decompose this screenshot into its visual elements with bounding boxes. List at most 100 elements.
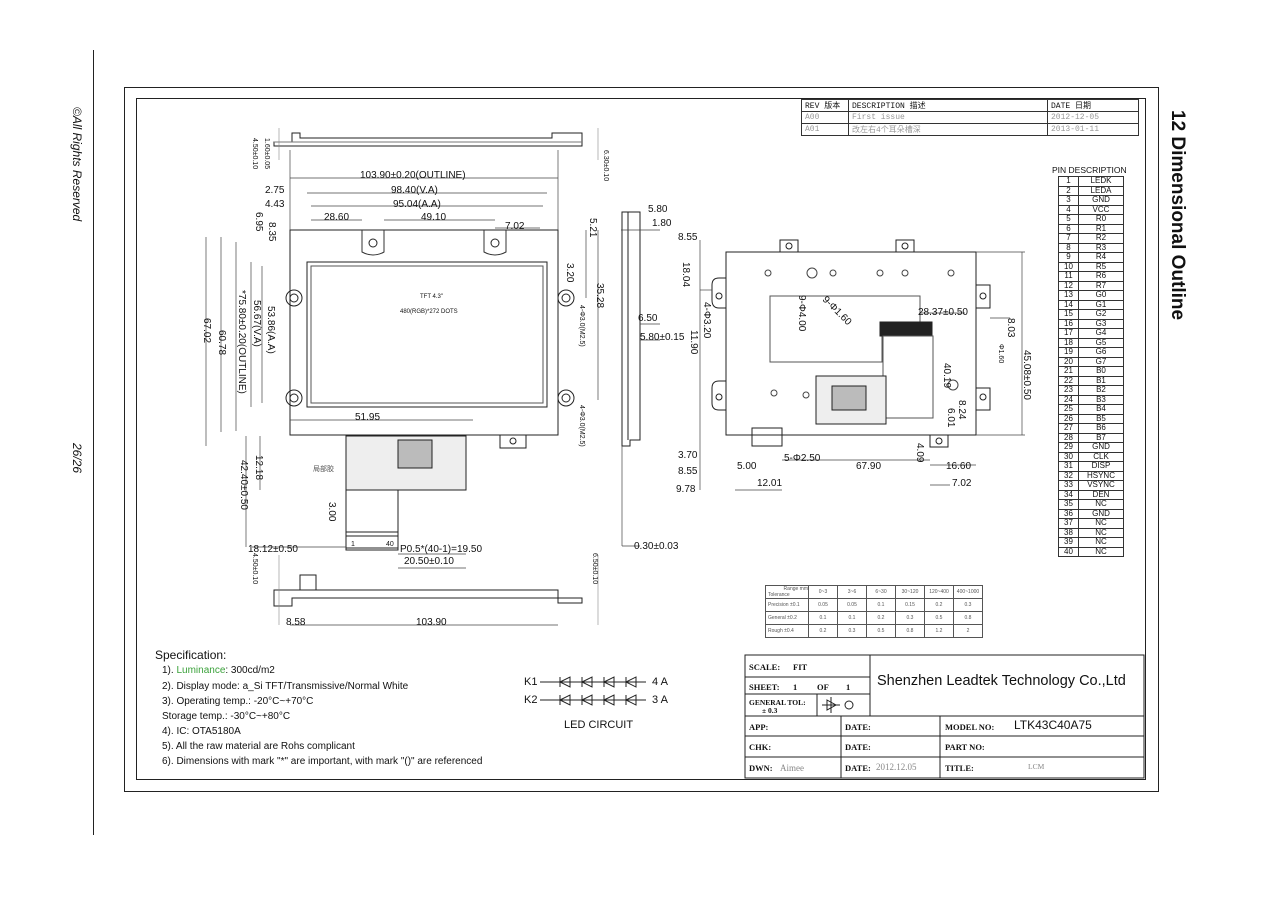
tol-cell: 0.15 [895, 598, 925, 612]
fpc-note: 局部胶 [313, 466, 334, 473]
back-dim-8-24: 8.24 [956, 400, 967, 420]
spec-line-7: 6). Dimensions with mark "*" are importa… [162, 756, 483, 767]
rev-cell: A00 [801, 111, 849, 124]
pin-number: 3 [1058, 195, 1079, 206]
bottom-dim-l: 4.50±0.10 [251, 553, 258, 585]
tb-date-label-3: DATE: [845, 763, 871, 773]
tol-col-header: 6~30 [866, 585, 896, 599]
rev-cell: A01 [801, 123, 849, 136]
dim-49-10: 49.10 [421, 212, 447, 223]
tb-sheet-value: 1 [793, 682, 798, 692]
dim-75-80-outline: *75.80±0.20(OUTLINE) [236, 290, 247, 394]
pin-number: 11 [1058, 271, 1079, 282]
tb-dwn-value: Aimee [780, 763, 804, 773]
pin-signal: GND [1078, 442, 1124, 453]
tb-sheet-label: SHEET: [749, 682, 780, 692]
pin-signal: NC [1078, 518, 1124, 529]
pin-signal: G0 [1078, 290, 1124, 301]
tol-cell: 0.8 [895, 624, 925, 638]
tol-cell: 0.8 [953, 611, 983, 625]
tol-cell: 0.2 [924, 598, 954, 612]
pin-signal: NC [1078, 546, 1124, 557]
dim-12-18: 12.18 [253, 455, 264, 481]
title-block-lines [744, 654, 1145, 779]
pin-number: 27 [1058, 423, 1079, 434]
tol-cell: 0.05 [808, 598, 838, 612]
dim-3-20: 3.20 [564, 263, 575, 283]
tol-cell: 1.2 [924, 624, 954, 638]
pin-number: 21 [1058, 366, 1079, 377]
tb-date-label-2: DATE: [845, 742, 871, 752]
revision-table: REV 版本 DESCRIPTION 描述 DATE 日期 A00 First … [801, 99, 1139, 136]
dim-20-50: 20.50±0.10 [404, 556, 454, 567]
dim-2-75: 2.75 [265, 185, 285, 196]
panel-label-1: TFT 4.3" [420, 294, 444, 300]
top-dim-r: 6.30±0.10 [602, 150, 609, 182]
tb-scale-value: FIT [793, 662, 808, 672]
dim-6-95: 6.95 [253, 212, 264, 232]
top-dim-l: 4.50±0.10 [251, 138, 258, 170]
tol-cell: 0.05 [837, 598, 867, 612]
pin-signal: B4 [1078, 404, 1124, 415]
tb-scale-label: SCALE: [749, 662, 781, 672]
spec-line-3: 3). Operating temp.: -20°C~+70°C [162, 696, 314, 707]
pin-signal: R0 [1078, 214, 1124, 225]
pin-signal: R2 [1078, 233, 1124, 244]
tb-model-label: MODEL NO: [945, 722, 995, 732]
spec-line-6: 5). All the raw material are Rohs compli… [162, 741, 355, 752]
pin-number: 7 [1058, 233, 1079, 244]
tb-app-label: APP: [749, 722, 769, 732]
back-dim-40-19: 40.19 [941, 363, 952, 389]
fpc-pin-1: 1 [351, 541, 355, 548]
dim-28-60: 28.60 [324, 212, 350, 223]
front-outline [289, 229, 559, 436]
back-dim-11-90: 11.90 [688, 330, 699, 355]
tol-col-header: 3~6 [837, 585, 867, 599]
tb-dwn-label: DWN: [749, 763, 773, 773]
led-caption: LED CIRCUIT [564, 719, 634, 731]
pin-number: 17 [1058, 328, 1079, 339]
pin-signal: G4 [1078, 328, 1124, 339]
tol-cell: 0.2 [808, 624, 838, 638]
back-dim-8-55: 8.55 [678, 232, 698, 243]
dim-67-02: 67.02 [201, 318, 212, 344]
rev-header-date: DATE 日期 [1047, 99, 1139, 112]
pin-number: 19 [1058, 347, 1079, 358]
side-dim-5-80: 5.80 [648, 204, 668, 215]
tol-cell: 0.1 [837, 611, 867, 625]
dim-35-28: 35.28 [594, 283, 605, 309]
pin-signal: VSYNC [1078, 480, 1124, 491]
spec-line-5: 4). IC: OTA5180A [162, 726, 241, 737]
dim-103-90: 103.90 [416, 617, 447, 628]
back-dim-4-09: 4.09 [914, 443, 925, 463]
tb-part-label: PART NO: [945, 742, 985, 752]
dim-aa-width: 95.04(A.A) [393, 199, 441, 210]
tb-title-value: LCM [1028, 762, 1045, 771]
side-view [621, 211, 641, 447]
dim-18-12: 18.12±0.50 [248, 544, 298, 555]
back-dim-6-01: 6.01 [945, 408, 956, 428]
back-dim-5-2-50: 5-Φ2.50 [784, 453, 821, 464]
pin-number: 37 [1058, 518, 1079, 529]
dim-56-67-va: 56.67(V.A) [251, 300, 262, 347]
pin-number: 23 [1058, 385, 1079, 396]
tol-cell: 0.3 [895, 611, 925, 625]
back-dim-28-37: 28.37±0.50 [918, 307, 968, 318]
rev-header-desc: DESCRIPTION 描述 [848, 99, 1048, 112]
tb-general-tol-value: ± 0.3 [762, 706, 778, 715]
dim-pitch: P0.5*(40-1)=19.50 [400, 544, 483, 555]
pin-signal: LEDK [1078, 176, 1124, 187]
hole-note-bottom: 4-Φ3.0(M2.5) [578, 405, 585, 447]
tol-col-header: 120~400 [924, 585, 954, 599]
tb-chk-label: CHK: [749, 742, 772, 752]
